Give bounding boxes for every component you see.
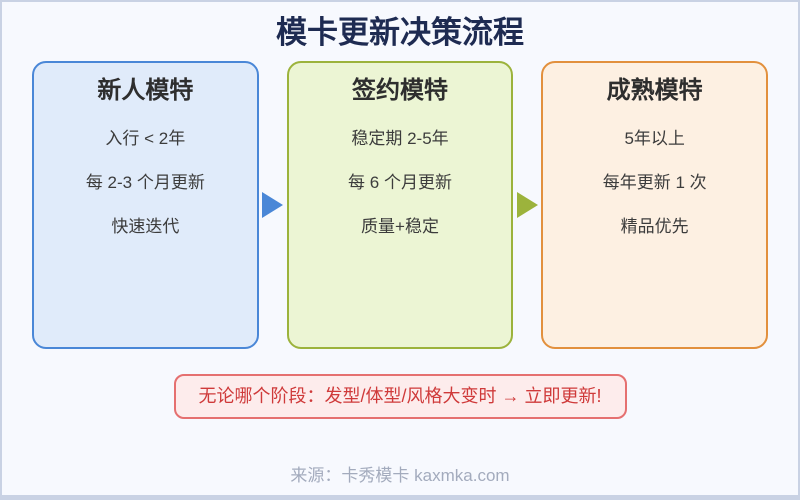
- stage-line: 稳定期 2-5年: [351, 129, 449, 148]
- stage-line: 快速迭代: [111, 217, 180, 236]
- stage-line: 质量+稳定: [361, 217, 439, 236]
- page-title: 模卡更新决策流程: [276, 15, 524, 50]
- stage-card-mature-model: 成熟模特 5年以上 每年更新 1 次 精品优先: [541, 61, 769, 349]
- stage-card-signed-model: 签约模特 稳定期 2-5年 每 6 个月更新 质量+稳定: [286, 61, 514, 349]
- arrow-right-icon: [262, 192, 284, 218]
- stage-title: 成熟模特: [606, 77, 703, 104]
- stage-card-new-model: 新人模特 入行 < 2年 每 2-3 个月更新 快速迭代: [32, 61, 259, 349]
- stage-title: 签约模特: [352, 77, 448, 104]
- stage-line: 每年更新 1 次: [602, 173, 707, 192]
- source-attribution: 来源：卡秀模卡 kaxmka.com: [290, 466, 510, 485]
- stage-title: 新人模特: [97, 77, 194, 104]
- stage-connector: [259, 61, 287, 349]
- note-banner: 无论哪个阶段：发型/体型/风格大变时 → 立即更新!: [173, 374, 627, 419]
- stage-line: 入行 < 2年: [105, 129, 186, 148]
- stage-flow: 新人模特 入行 < 2年 每 2-3 个月更新 快速迭代 签约模特 稳定期 2-…: [32, 61, 769, 349]
- stage-connector: [513, 61, 541, 349]
- stage-line: 精品优先: [620, 217, 689, 236]
- stage-line: 每 6 个月更新: [348, 173, 452, 192]
- stage-line: 5年以上: [624, 129, 685, 148]
- arrow-right-icon: [516, 192, 538, 218]
- stage-line: 每 2-3 个月更新: [85, 173, 205, 192]
